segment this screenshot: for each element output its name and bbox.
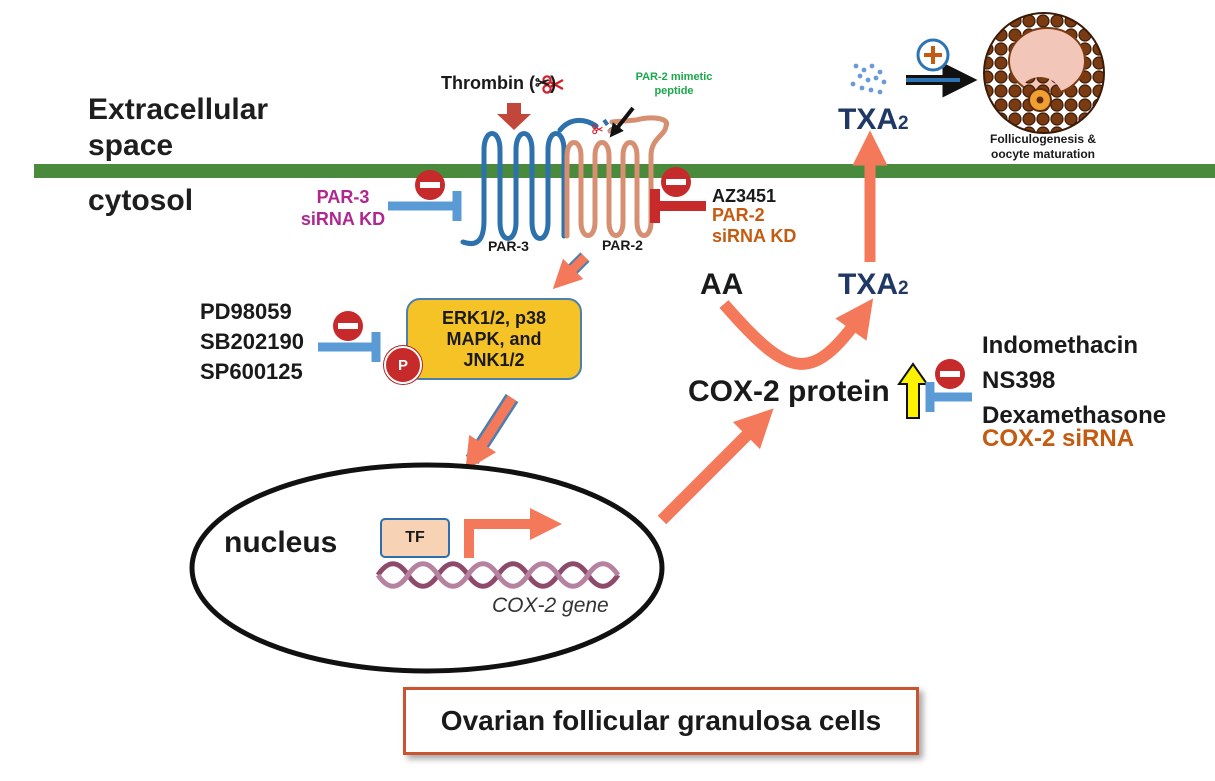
transcription-factor-box: TF (380, 518, 450, 558)
inhibit-icon (333, 311, 363, 341)
transcription-arrow (464, 507, 563, 558)
par3-sirna-label: PAR-3 siRNA KD (300, 187, 386, 229)
inhibit-icon (661, 167, 691, 197)
nucleus-label: nucleus (224, 526, 338, 559)
inhibitor-pd98059: PD98059 (200, 299, 292, 324)
cox2-inhibit (925, 382, 972, 412)
txa2-extracellular-label: TXA2 (838, 103, 909, 137)
aa-to-txa2-arrow (719, 298, 874, 370)
thrombin-arrow (497, 103, 531, 130)
dna-icon (375, 561, 621, 589)
inhibitor-indomethacin: Indomethacin (982, 332, 1139, 359)
par3-receptor-label: PAR-3 (488, 238, 529, 254)
txa2-main: TXA (838, 103, 898, 136)
kinase-box: ERK1/2, p38 MAPK, and JNK1/2 (406, 298, 582, 380)
gene-to-cox2-arrow (657, 408, 774, 525)
extracellular-space-label: Extracellular space (88, 93, 269, 162)
cox2-gene-label: COX-2 gene (492, 594, 609, 617)
inhibitor-dexamethasone: Dexamethasone (982, 402, 1167, 429)
txa2-intracellular-label: TXA2 (838, 268, 909, 302)
cell-type-label: Ovarian follicular granulosa cells (440, 705, 882, 736)
cytosol-label: cytosol (88, 184, 194, 217)
phospho-badge: P (384, 346, 422, 384)
par2-sirna-label: PAR-2 siRNA KD (712, 205, 797, 246)
follicle-icon (983, 12, 1105, 134)
phospho-label: P (397, 356, 408, 374)
plus-icon (916, 38, 950, 72)
follicle-label: Folliculogenesis & oocyte maturation (989, 132, 1097, 161)
thrombin-scissors-icon (542, 75, 564, 94)
txa2-dots-icon (850, 63, 887, 95)
tf-label: TF (405, 529, 425, 546)
inhibitor-sp600125: SP600125 (200, 359, 303, 384)
par3-n-terminus (557, 118, 599, 133)
inhibitor-sb202190: SB202190 (200, 329, 304, 354)
mapk-inhibitor-list: PD98059 SB202190 SP600125 (200, 297, 304, 387)
inhibitor-ns398: NS398 (982, 367, 1056, 394)
par2-mimetic-label: PAR-2 mimetic peptide (635, 71, 713, 97)
par3-receptor (460, 131, 567, 246)
cell-type-box: Ovarian follicular granulosa cells (403, 687, 919, 755)
mapk-inhibit (318, 332, 381, 362)
cox2-sirna-label: COX-2 siRNA (982, 425, 1135, 452)
aa-label: AA (700, 268, 744, 301)
mimetic-arrow (609, 106, 635, 138)
txa2-subscript: 2 (898, 278, 909, 299)
par2-receptor-label: PAR-2 (602, 237, 643, 253)
par2-kd-inhibit (650, 189, 706, 223)
inhibit-icon (415, 170, 445, 200)
scissors-icon (592, 124, 603, 135)
inhibit-icon (935, 359, 965, 389)
par3-kd-inhibit (388, 191, 462, 221)
txa2-subscript: 2 (898, 113, 909, 134)
up-arrow-icon (897, 362, 929, 419)
az3451-label: AZ3451 (712, 186, 777, 206)
cox2-inhibitor-list: Indomethacin NS398 Dexamethasone (982, 328, 1166, 433)
kinase-label: ERK1/2, p38 MAPK, and JNK1/2 (441, 307, 547, 370)
thrombin-label: Thrombin (✂) (441, 73, 557, 93)
txa2-main: TXA (838, 268, 898, 301)
cox2-protein-label: COX-2 protein (688, 375, 890, 408)
par2-receptor (564, 115, 670, 239)
